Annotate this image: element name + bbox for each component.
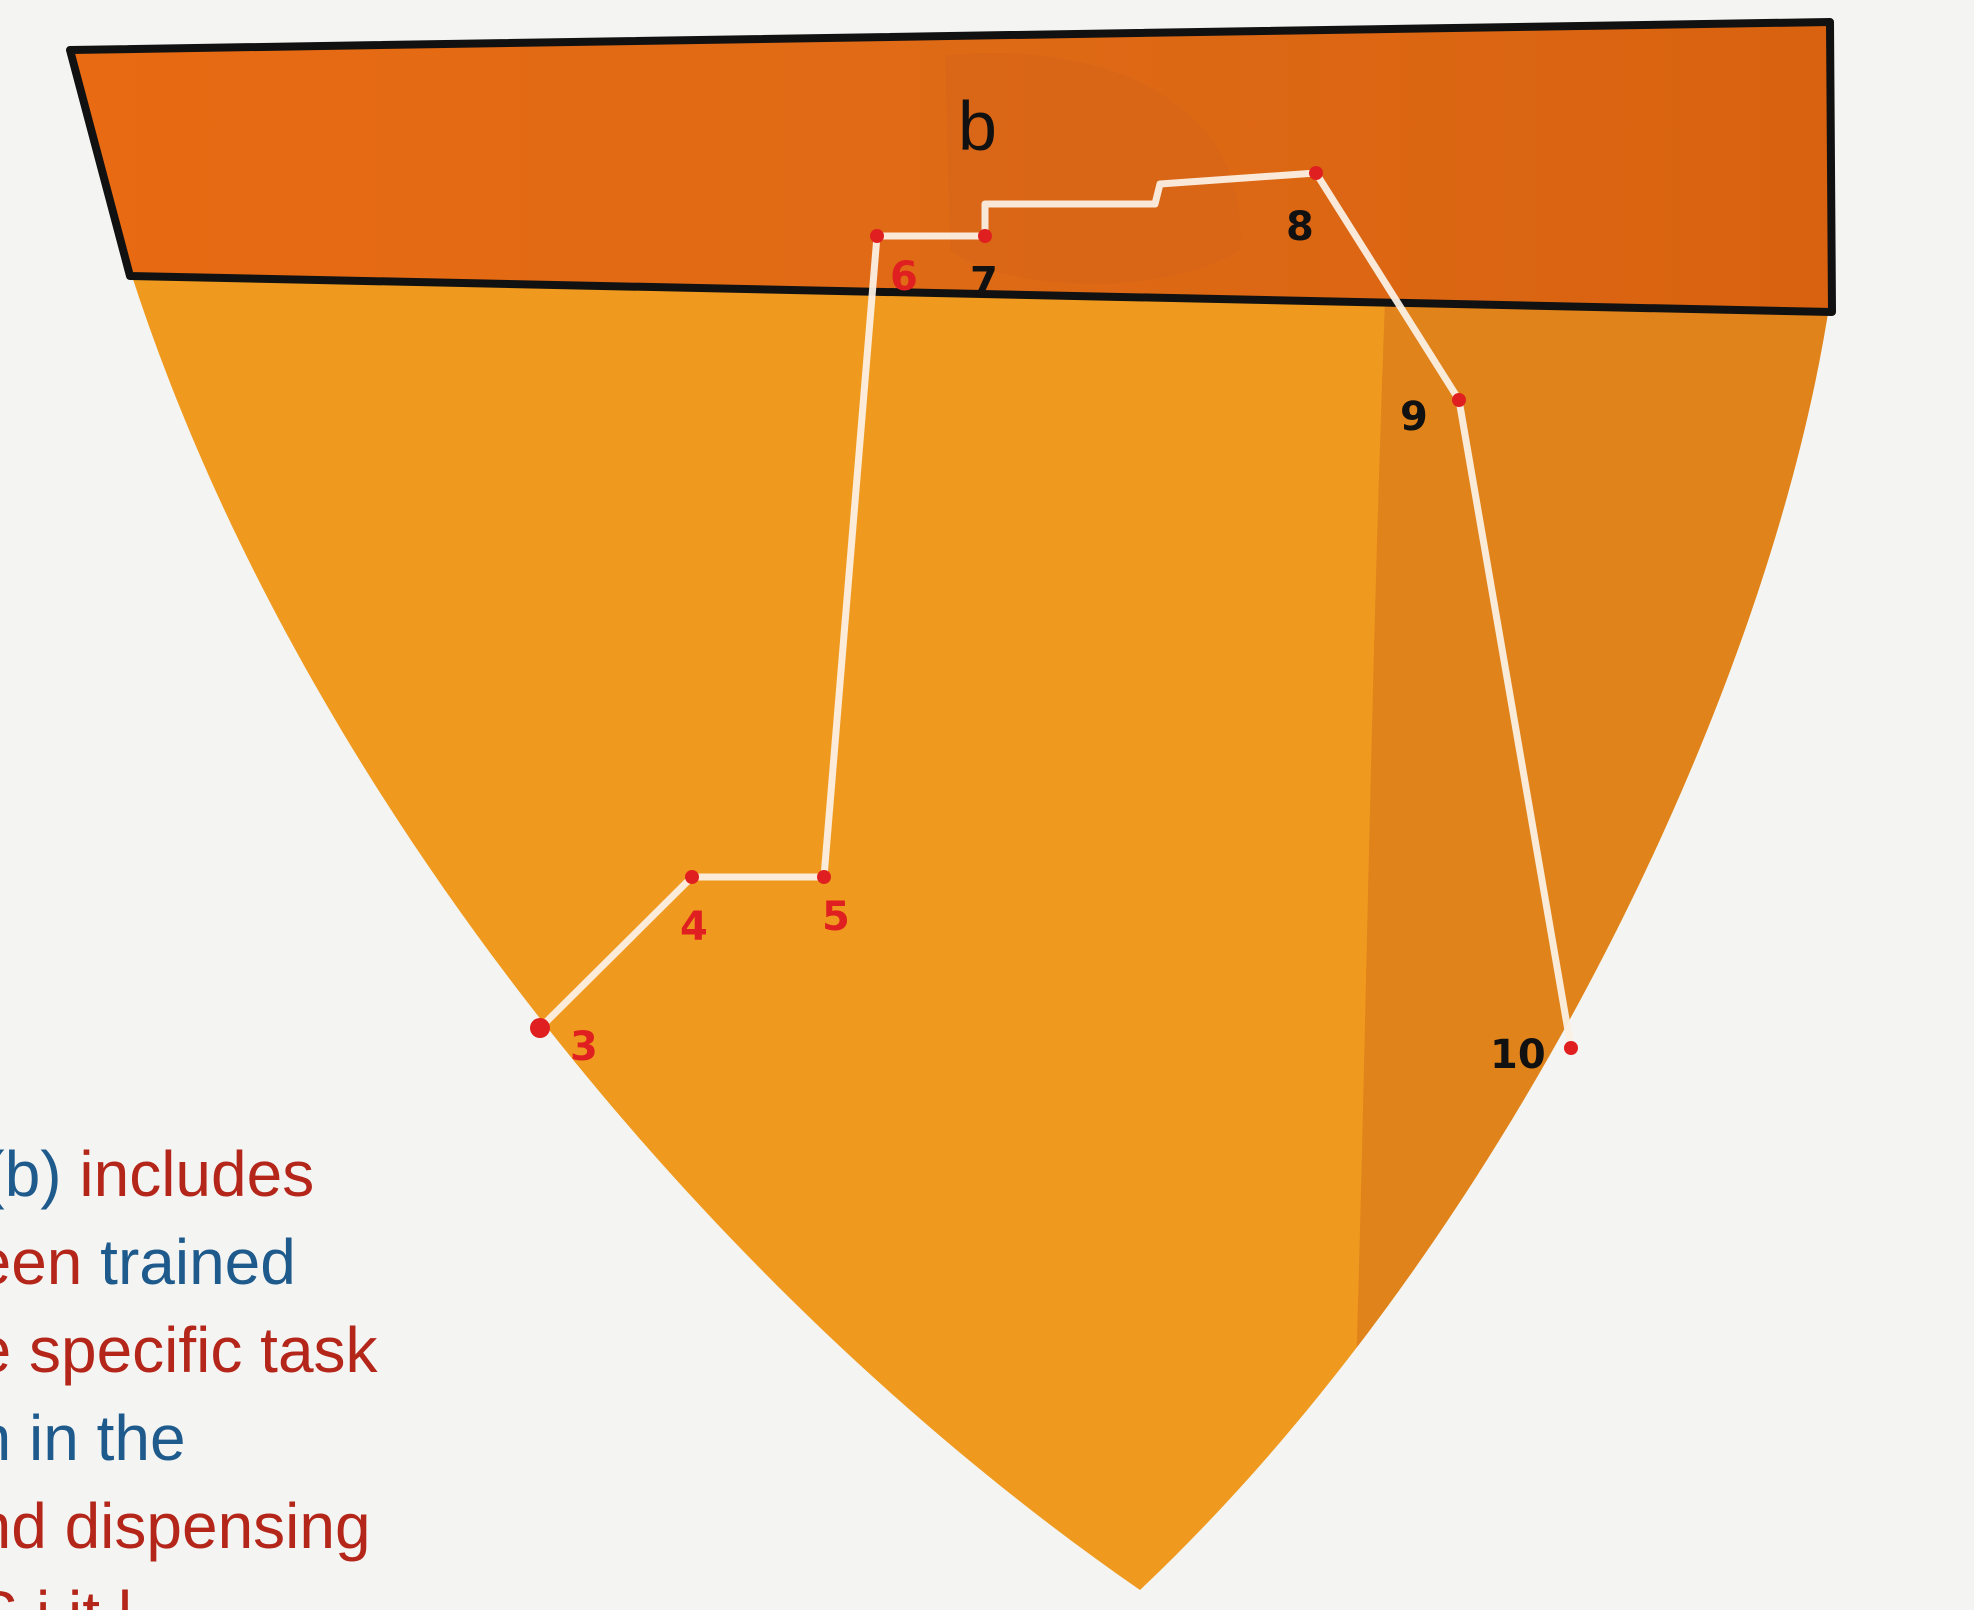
point-marker-8 bbox=[1309, 166, 1323, 180]
point-marker-9 bbox=[1452, 393, 1466, 407]
point-label-5: 5 bbox=[822, 894, 850, 940]
point-marker-10 bbox=[1564, 1041, 1578, 1055]
caption-line-6: f S i it l bbox=[0, 1570, 560, 1610]
point-marker-3 bbox=[530, 1018, 550, 1038]
point-marker-7 bbox=[978, 229, 992, 243]
point-label-8: 8 bbox=[1286, 204, 1314, 250]
caption-line-1: e (b) includes bbox=[0, 1138, 315, 1210]
point-label-3: 3 bbox=[570, 1024, 598, 1070]
region-b-blot bbox=[945, 53, 1241, 284]
caption-line-4: on in the bbox=[0, 1402, 186, 1474]
region-b-outline bbox=[66, 18, 1836, 316]
caption-line-2: been trained bbox=[0, 1226, 296, 1298]
point-label-7: 7 bbox=[970, 259, 998, 305]
point-marker-6 bbox=[870, 229, 884, 243]
caption-line-3: he specific task bbox=[0, 1314, 378, 1386]
region-b-band bbox=[70, 22, 1832, 312]
caption-line-5: and dispensing bbox=[0, 1490, 371, 1562]
points-layer: 3 4 5 6 7 8 9 10 bbox=[530, 166, 1578, 1078]
point-label-6: 6 bbox=[890, 254, 918, 300]
region-b-label: b bbox=[958, 87, 997, 165]
point-label-4: 4 bbox=[680, 904, 708, 950]
shield-shade-region bbox=[1355, 300, 1830, 1400]
point-label-9: 9 bbox=[1400, 394, 1428, 440]
point-marker-4 bbox=[685, 870, 699, 884]
point-marker-5 bbox=[817, 870, 831, 884]
point-label-10: 10 bbox=[1490, 1032, 1546, 1078]
caption-text: e (b) includes been trained he specific … bbox=[0, 1130, 560, 1610]
point-path-line bbox=[537, 169, 1575, 1049]
